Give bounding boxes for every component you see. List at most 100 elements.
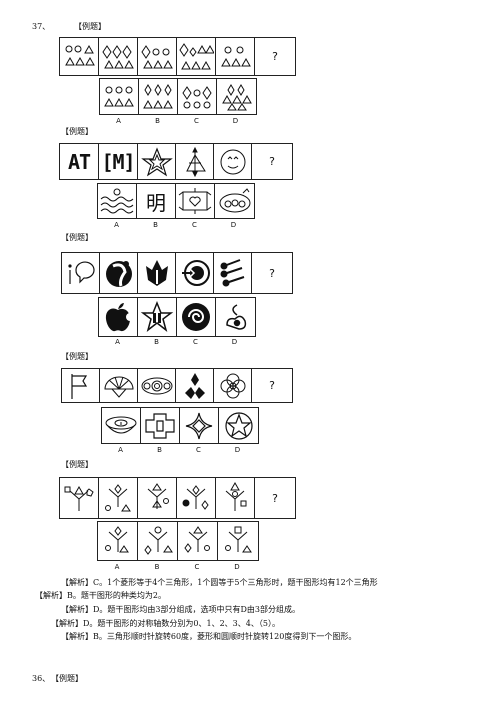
option-label-d: D <box>231 338 238 346</box>
option-a-branch <box>104 526 129 553</box>
stem-figure-2 <box>99 38 138 75</box>
option-label-c: C <box>194 117 199 125</box>
four-circles-flower-icon <box>220 373 245 398</box>
stem-figure-triangle-arrow <box>176 144 214 179</box>
ex5-options-row <box>97 521 259 561</box>
option-a-figure[interactable] <box>102 408 141 443</box>
option-c-figure[interactable] <box>180 408 219 443</box>
option-label-b: B <box>154 563 160 571</box>
waves-circle-icon <box>100 188 134 214</box>
concave-diamond-icon <box>185 412 213 439</box>
circled-star-icon <box>224 411 253 440</box>
analysis-line-3: 【解析】D。题干图形均由3部分组成，选项中只有D由3部分组成。 <box>61 605 301 614</box>
option-b-figure[interactable] <box>141 408 180 443</box>
option-d-figure[interactable] <box>216 298 255 336</box>
ex4-option-labels: A B C D <box>101 446 257 454</box>
stem-figure-5 <box>214 369 252 402</box>
ex5-stem-row: ? <box>59 477 296 519</box>
stem-figure-5 <box>216 478 255 518</box>
diamonds-triangles-figure <box>102 44 134 68</box>
option-a-shapes <box>104 86 134 106</box>
option-b-figure[interactable] <box>138 522 178 560</box>
option-label-d: D <box>234 563 240 571</box>
branch-shapes-figure <box>64 485 94 511</box>
q37-option-labels: A B C D <box>99 117 255 125</box>
example-heading: 【例题】 <box>74 22 106 31</box>
ex2-options-row: 明 <box>97 183 255 219</box>
diamonds-triangles-figure-2 <box>179 42 214 69</box>
dumbbells-icon <box>220 259 244 287</box>
apple-icon <box>105 303 134 332</box>
option-c-figure[interactable] <box>177 298 216 336</box>
option-c-figure[interactable] <box>178 79 217 114</box>
option-label-b: B <box>155 117 160 125</box>
option-c-figure[interactable] <box>176 184 215 218</box>
circles-triangles-figure-2 <box>221 46 251 66</box>
option-b-figure[interactable]: 明 <box>137 184 176 218</box>
option-d-figure[interactable] <box>215 184 254 218</box>
question-number-37: 37、 <box>32 22 51 31</box>
example-heading: 【例题】 <box>61 460 93 469</box>
option-label-a: A <box>114 221 119 229</box>
option-label-c: C <box>193 338 198 346</box>
black-spiral-icon <box>182 303 210 331</box>
option-label-c: C <box>194 563 200 571</box>
option-d-figure[interactable] <box>219 408 258 443</box>
stem-figure-2 <box>100 253 138 293</box>
analysis-line-2: 【解析】B。题干图形的种类均为2。 <box>35 591 166 600</box>
option-label-a: A <box>115 338 120 346</box>
analysis-line-1: 【解析】C。1个菱形等于4个三角形，1个圆等于5个三角形时，题干图形均有12个三… <box>61 578 378 587</box>
example-heading: 【例题】 <box>61 233 93 242</box>
analysis-line-4: 【解析】D。题干图形的对称轴数分别为0、1、2、3、4、（5）。 <box>51 619 280 628</box>
diamond-circles-triangles-figure <box>141 44 173 68</box>
swirl-flower-icon <box>225 304 246 330</box>
question-number-36: 36、 <box>32 674 51 683</box>
oval-circles-icon <box>219 188 250 213</box>
option-label-d: D <box>234 446 241 454</box>
stem-figure-3 <box>138 253 176 293</box>
option-c-shapes <box>182 85 212 108</box>
ex2-stem-row: AT [M] ? <box>59 143 293 180</box>
example-heading: 【例题】 <box>61 127 93 136</box>
stem-figure-5 <box>214 253 252 293</box>
shell-fan-icon <box>103 376 134 398</box>
option-a-figure[interactable] <box>99 298 138 336</box>
target-arrow-icon <box>181 260 210 286</box>
option-a-figure[interactable] <box>100 79 139 114</box>
option-d-figure[interactable] <box>218 522 258 560</box>
question-mark-cell: ? <box>272 50 278 63</box>
option-label-a: A <box>116 117 121 125</box>
option-a-figure[interactable] <box>98 184 137 218</box>
example-heading: 【例题】 <box>61 352 93 361</box>
option-d-branch <box>225 526 252 553</box>
i-speech-bubble-icon <box>67 261 95 284</box>
question-mark-cell: ? <box>269 379 275 392</box>
stem-figure-4 <box>176 253 214 293</box>
ex4-stem-row: ? <box>61 368 293 403</box>
stem-figure-star <box>138 144 176 179</box>
question-mark-cell: ? <box>269 266 275 280</box>
black-swirl-icon <box>105 261 132 287</box>
option-c-figure[interactable] <box>178 522 218 560</box>
option-label-d: D <box>230 221 237 229</box>
stem-figure-3 <box>138 478 177 518</box>
option-b-figure[interactable] <box>139 79 178 114</box>
option-d-figure[interactable] <box>217 79 256 114</box>
option-label-b: B <box>154 338 159 346</box>
option-label-b: B <box>157 446 162 454</box>
branch-shapes-figure <box>147 483 169 509</box>
stem-figure-4 <box>177 478 216 518</box>
circles-triangles-figure <box>65 44 95 65</box>
three-diamonds-icon <box>184 372 205 399</box>
option-b-figure[interactable] <box>138 298 177 336</box>
stem-figure-1 <box>62 253 100 293</box>
oval-rings-icon <box>141 377 172 394</box>
question-mark-cell: ? <box>272 491 278 505</box>
option-label-c: C <box>192 221 197 229</box>
option-label-b: B <box>153 221 158 229</box>
stem-figure-1 <box>60 478 99 518</box>
option-a-figure[interactable] <box>98 522 138 560</box>
example-heading: 【例题】 <box>51 674 83 683</box>
question-mark-cell: ? <box>269 155 275 168</box>
q37-options-row <box>99 78 257 115</box>
